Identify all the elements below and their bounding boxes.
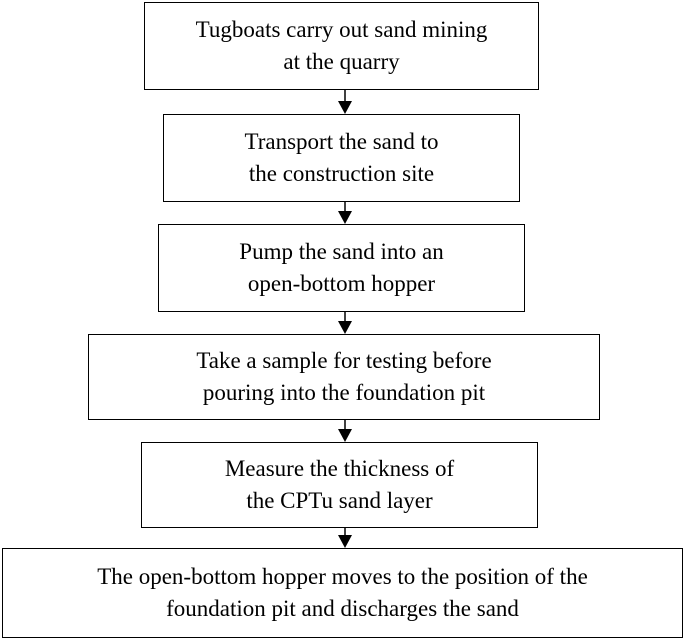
step-2-line-2: the construction site: [248, 161, 435, 186]
step-2-box: Transport the sand to the construction s…: [163, 114, 520, 202]
arrow-4-to-5: [338, 420, 352, 442]
step-1-line-2: at the quarry: [283, 49, 400, 74]
step-3-line-1: Pump the sand into an: [239, 239, 444, 264]
step-3-line-2: open-bottom hopper: [247, 271, 436, 296]
step-5-line-2: the CPTu sand layer: [246, 488, 433, 513]
step-1-line-1: Tugboats carry out sand mining: [195, 17, 488, 42]
arrow-1-to-2: [338, 90, 352, 114]
step-6-line-1: The open-bottom hopper moves to the posi…: [97, 564, 588, 589]
step-1-box: Tugboats carry out sand mining at the qu…: [144, 2, 539, 90]
step-5-box: Measure the thickness of the CPTu sand l…: [141, 442, 538, 528]
step-4-line-1: Take a sample for testing before: [196, 348, 492, 373]
step-2-line-1: Transport the sand to: [244, 129, 439, 154]
arrow-3-to-4: [338, 312, 352, 334]
step-4-box: Take a sample for testing before pouring…: [88, 334, 600, 420]
step-5-line-1: Measure the thickness of: [224, 456, 455, 481]
step-6-line-2: foundation pit and discharges the sand: [166, 596, 519, 621]
arrow-5-to-6: [338, 528, 352, 548]
step-3-box: Pump the sand into an open-bottom hopper: [158, 224, 525, 312]
arrow-2-to-3: [338, 202, 352, 224]
step-4-line-2: pouring into the foundation pit: [202, 380, 486, 405]
step-6-box: The open-bottom hopper moves to the posi…: [2, 548, 683, 638]
